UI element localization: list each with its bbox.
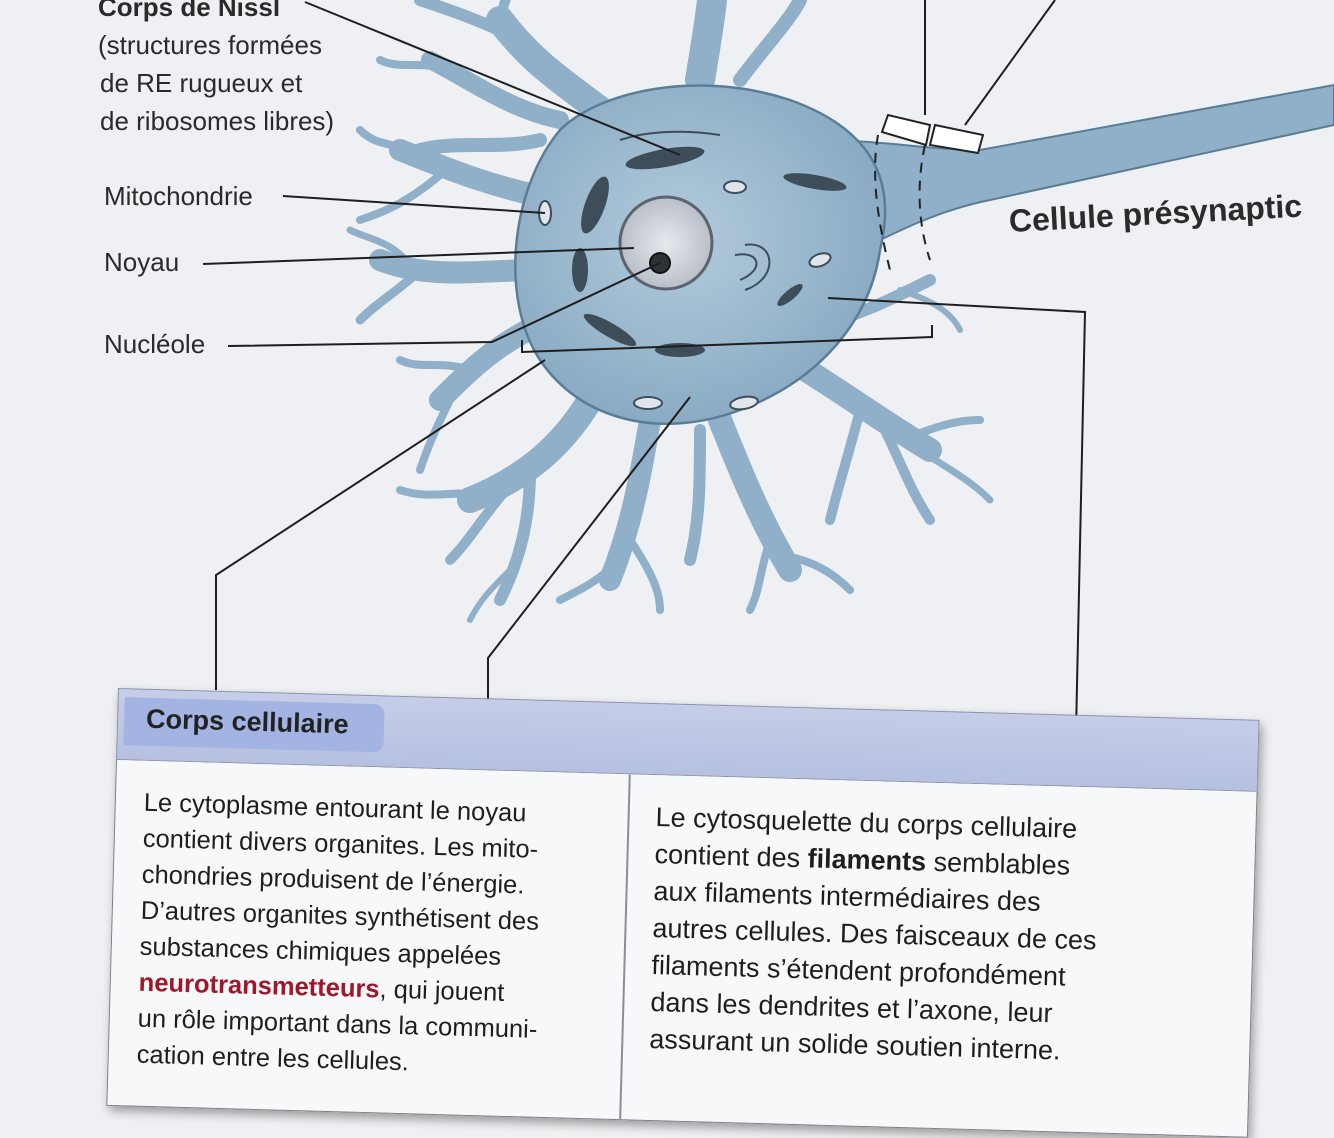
info-box-title: Corps cellulaire <box>145 703 350 740</box>
label-nissl-desc-2: de RE rugueux et <box>100 68 303 98</box>
right-column-text: Le cytosquelette du corps cellulaire con… <box>649 799 1100 1070</box>
hillock-markers <box>880 113 985 155</box>
mitochondria <box>538 180 832 411</box>
label-nissl-title: Corps de Nissl <box>98 0 281 22</box>
left-column-text: Le cytoplasme entourant le noyau contien… <box>136 785 544 1084</box>
hillock-dashes <box>874 134 931 271</box>
label-noyau: Noyau <box>104 247 180 277</box>
right-line-pre: contient des <box>654 839 809 874</box>
term-neurotransmetteurs: neurotransmetteurs <box>138 968 380 1004</box>
label-nissl-desc-3: de ribosomes libres) <box>100 106 335 136</box>
label-nucleole: Nucléole <box>104 329 206 359</box>
info-box-body: Le cytoplasme entourant le noyau contien… <box>106 759 1258 1138</box>
nucleus <box>618 195 714 291</box>
axon <box>818 83 1334 252</box>
left-line-rest: , qui jouent <box>379 975 505 1007</box>
term-filaments: filaments <box>807 843 927 877</box>
column-divider <box>619 774 631 1120</box>
right-line-post: semblables <box>925 846 1071 881</box>
label-nissl-desc-1: (structures formées <box>98 30 322 60</box>
cell-body-info-box: Corps cellulaire Le cytoplasme entourant… <box>106 688 1260 1138</box>
er-membranes <box>619 130 771 291</box>
label-mitochondrie: Mitochondrie <box>104 181 253 211</box>
